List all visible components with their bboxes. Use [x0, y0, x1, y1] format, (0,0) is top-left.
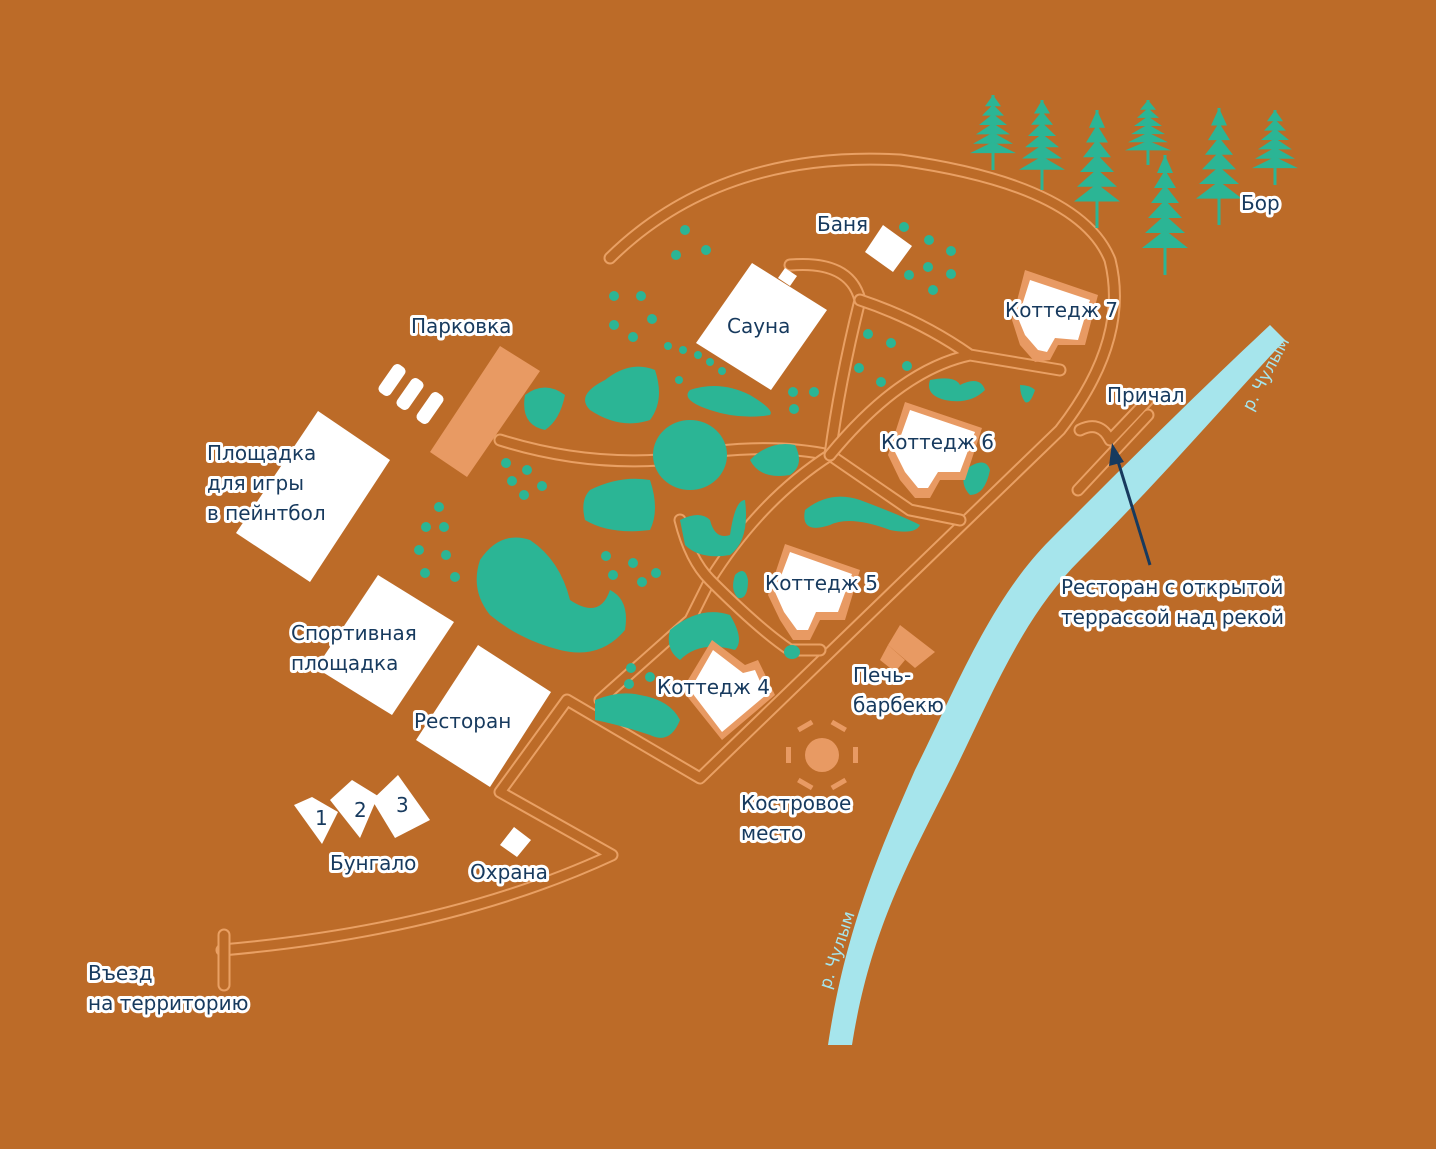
parking-lot [430, 346, 540, 477]
paintball-label-line1: Площадка [207, 441, 316, 465]
banya-building [865, 225, 912, 272]
bushes [414, 222, 956, 689]
restaurant-building [416, 645, 551, 787]
bungalow-number-2: 2 [354, 798, 367, 822]
bbq-oven [880, 625, 935, 672]
pine-tree-icon [1125, 100, 1171, 165]
bench-icon [853, 747, 858, 763]
bungalow-label: Бунгало [330, 851, 416, 875]
banya-label: Баня [817, 212, 868, 236]
parked-cars [376, 362, 446, 426]
cottage-7 [1012, 270, 1098, 362]
parking-label: Парковка [411, 314, 511, 338]
pine-tree-icon [970, 95, 1016, 170]
pier-label: Причал [1107, 383, 1185, 407]
sports-ground [316, 575, 454, 715]
bbq-label-line2: барбекю [853, 693, 944, 717]
entrance-label-line1: Въезд [88, 961, 153, 985]
restaurant-label: Ресторан [414, 709, 511, 733]
sports-label-line1: Спортивная [291, 621, 417, 645]
bungalow-number-1: 1 [315, 806, 328, 830]
sports-label-line2: площадка [291, 651, 398, 675]
terrace-restaurant-label-line2: террассой над рекой [1061, 605, 1284, 629]
cottage-7-label: Коттедж 7 [1005, 298, 1118, 322]
terrace-restaurant-label-line1: Ресторан с открытой [1061, 575, 1283, 599]
fire-pit-label-line2: место [741, 821, 803, 845]
cottage-6-label: Коттедж 6 [881, 430, 994, 454]
bench-icon [797, 719, 814, 733]
sauna-label: Сауна [727, 314, 790, 338]
paintball-label-line2: для игры [207, 471, 304, 495]
bench-icon [797, 777, 814, 791]
pine-tree-icon [1142, 155, 1188, 275]
cottage-5-label: Коттедж 5 [765, 571, 878, 595]
bench-icon [786, 747, 791, 763]
fire-pit-label-line1: Костровое [741, 791, 851, 815]
cottage-4 [682, 640, 775, 740]
bbq-label-line1: Печь- [853, 663, 911, 687]
bench-icon [830, 719, 847, 733]
paintball-label-line3: в пейнтбол [207, 501, 326, 525]
forest-label: Бор [1241, 191, 1280, 215]
fire-pit [786, 719, 858, 791]
bungalows: 1 2 3 [294, 775, 430, 844]
ponds [476, 366, 1035, 738]
sauna-building [696, 263, 827, 390]
pine-tree-icon [1196, 108, 1242, 225]
pine-tree-icon [1019, 100, 1065, 190]
bungalow-number-3: 3 [396, 793, 409, 817]
cottage-6 [888, 402, 982, 498]
pine-forest [970, 95, 1298, 275]
pine-tree-icon [1252, 110, 1298, 185]
pointer-arrow [1109, 443, 1152, 566]
security-label: Охрана [470, 860, 548, 884]
paintball-field [236, 411, 390, 582]
security-booth [500, 827, 531, 857]
bench-icon [830, 777, 847, 791]
cottage-4-label: Коттедж 4 [657, 675, 770, 699]
entrance-label-line2: на территорию [88, 991, 248, 1015]
pine-tree-icon [1074, 110, 1120, 228]
cottage-5 [768, 544, 860, 640]
